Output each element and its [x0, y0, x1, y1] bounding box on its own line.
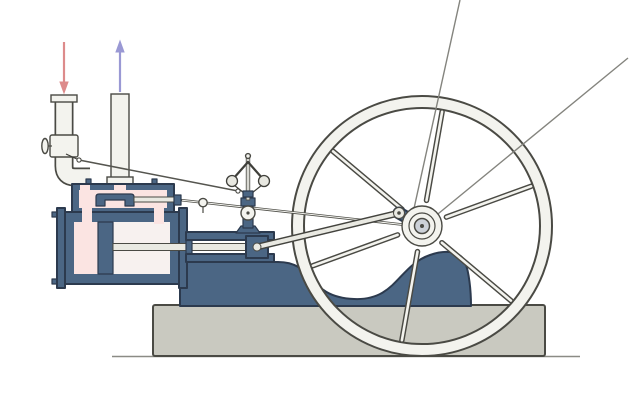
- connecting-rod: [252, 207, 405, 252]
- linkage-pivot: [76, 157, 82, 163]
- eccentric-rod-highlight: [181, 199, 421, 227]
- crank-pin-center: [397, 211, 401, 215]
- exhaust-outlet-arrow: [115, 39, 125, 92]
- governor-link: [233, 184, 245, 194]
- guide-rail-top: [185, 231, 275, 241]
- governor-finial: [244, 152, 252, 160]
- cylinder-assembly: [51, 207, 249, 289]
- throttle-linkage: [78, 159, 239, 192]
- valve-rod: [133, 196, 181, 203]
- arrow-head: [59, 81, 69, 95]
- inlet-port: [80, 185, 90, 191]
- throttle-handwheel: [41, 137, 49, 155]
- crosshead-pin: [252, 242, 262, 252]
- steam-inlet-arrow: [59, 42, 69, 95]
- valve-rod-gland: [173, 194, 182, 206]
- connecting-rod-body: [255, 211, 401, 249]
- flywheel-rim: [291, 95, 554, 357]
- governor-sleeve: [242, 190, 254, 198]
- shaft-center: [420, 224, 424, 228]
- exhaust-flange: [106, 176, 134, 185]
- arrow-head: [115, 39, 125, 53]
- hub-ring: [408, 212, 436, 240]
- spoke-highlight: [311, 233, 399, 268]
- spoke-highlight: [425, 110, 444, 202]
- exhaust-pipe: [110, 93, 130, 187]
- throttle-valve: [49, 134, 79, 158]
- left-steam-passage: [82, 208, 92, 224]
- guide-rail-bottom: [185, 253, 275, 263]
- piston-rod: [112, 243, 249, 251]
- piston-rod-gland: [185, 239, 193, 255]
- inlet-flange: [50, 94, 78, 103]
- steam-inlet-pipe: [56, 100, 90, 185]
- exhaust-port: [114, 185, 126, 191]
- spoke-highlight: [331, 150, 404, 211]
- slide-valve: [95, 193, 135, 207]
- cylinder-front-cover: [56, 207, 66, 289]
- pulley-center: [246, 211, 250, 215]
- flywheel-spokes: [310, 109, 534, 343]
- spoke-highlight: [400, 250, 419, 342]
- governor-ball: [225, 174, 239, 188]
- crankshaft: [392, 205, 443, 247]
- spoke-highlight: [440, 241, 513, 302]
- cylinder-steam-side: [74, 222, 98, 274]
- flywheel: [291, 95, 554, 357]
- right-steam-passage: [154, 208, 164, 224]
- steam-pipework: [41, 39, 134, 187]
- belt-strand: [432, 57, 629, 219]
- eccentric-rod: [179, 197, 425, 229]
- belt-strand: [412, 0, 461, 214]
- piston: [97, 221, 114, 275]
- spoke-highlight: [445, 185, 533, 219]
- governor-ball: [257, 174, 271, 188]
- governor-link: [251, 184, 263, 194]
- centrifugal-governor: [65, 152, 271, 234]
- valve-rod-guide: [198, 197, 208, 208]
- governor-foot: [235, 225, 261, 234]
- drive-belt: [412, 0, 629, 219]
